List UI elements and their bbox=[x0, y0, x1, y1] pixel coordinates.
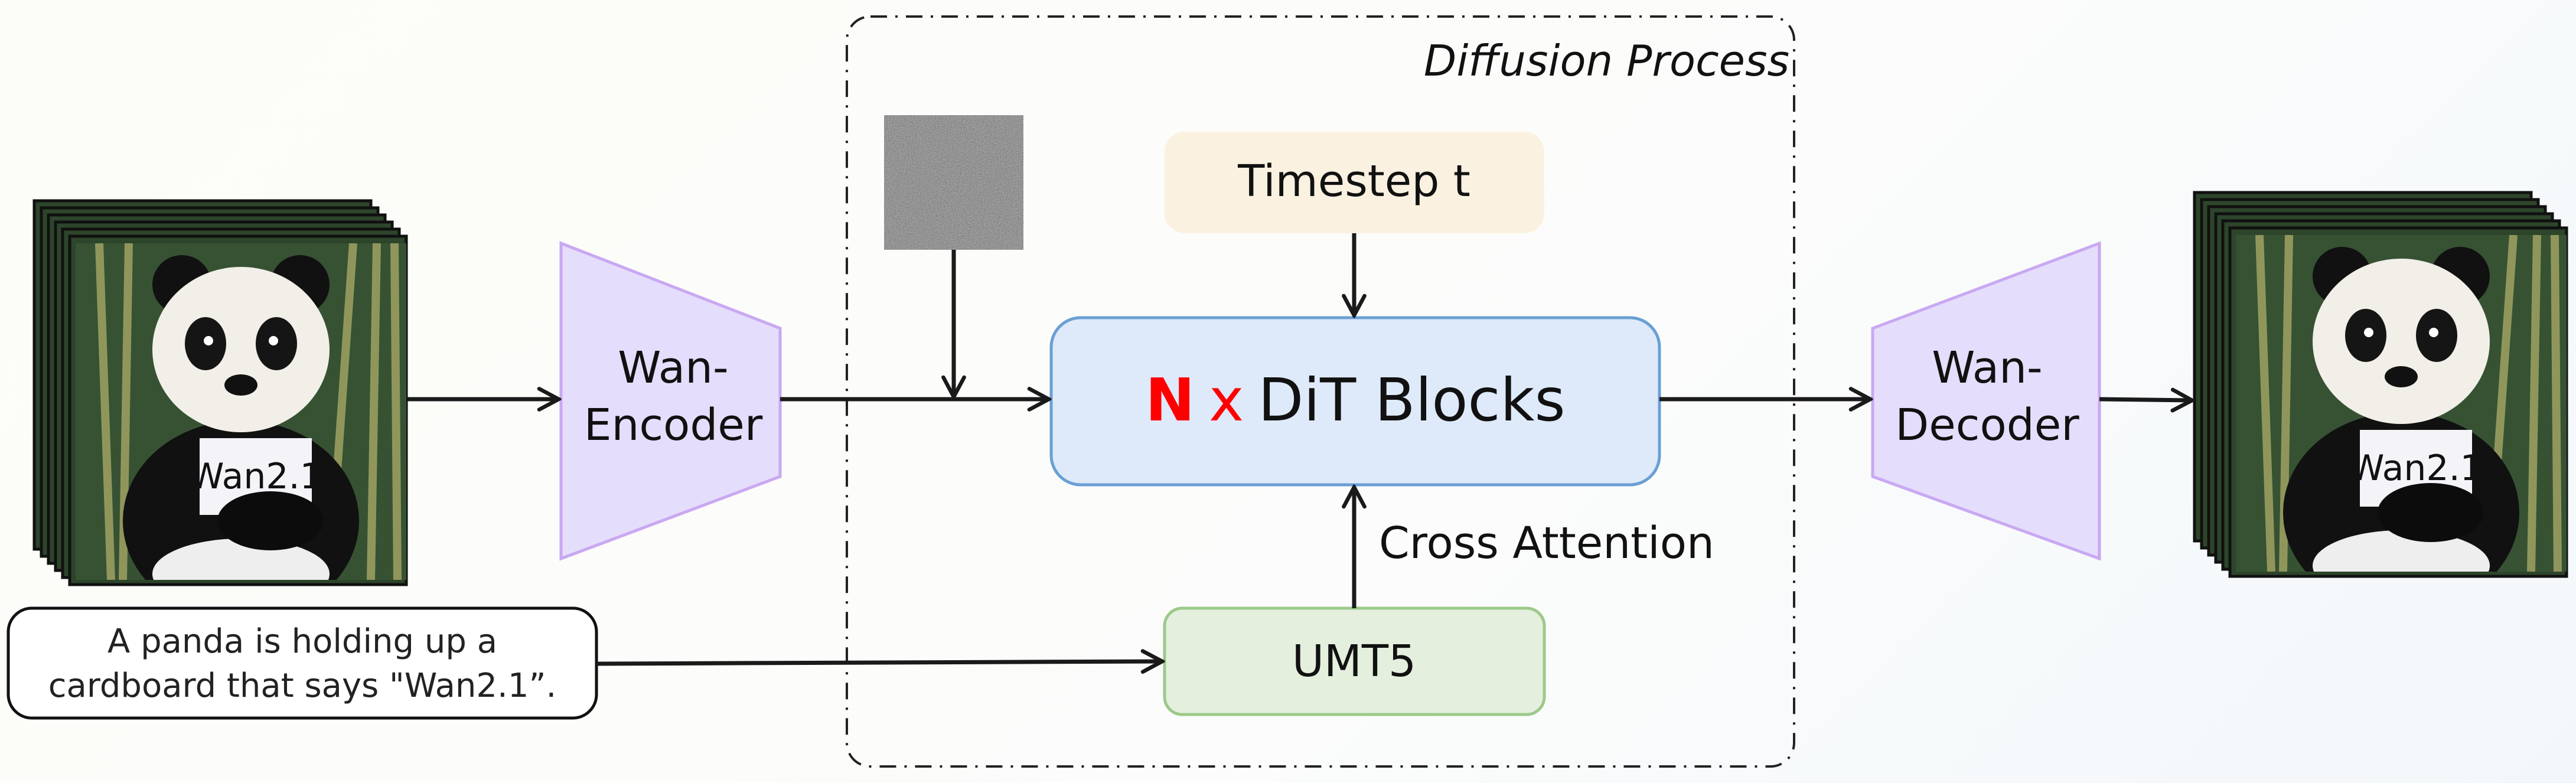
encoder-label-line2: Encoder bbox=[584, 400, 763, 451]
umt5-label: UMT5 bbox=[1292, 636, 1416, 687]
noise-texture bbox=[884, 115, 1023, 250]
cross-attention-label: Cross Attention bbox=[1379, 518, 1714, 569]
prompt-line-2: cardboard that says "Wan2.1”. bbox=[48, 667, 557, 705]
decoder-label-line1: Wan- bbox=[1932, 342, 2042, 393]
arrow-prompt-to-umt5 bbox=[596, 661, 1162, 664]
timestep-box bbox=[1165, 132, 1544, 233]
dit-label: DiT Blocks bbox=[1258, 366, 1565, 435]
output-video-frames: Wan2.1 bbox=[2193, 191, 2568, 613]
dit-times: x bbox=[1209, 366, 1244, 435]
wan-encoder bbox=[559, 241, 782, 561]
sign-text: Wan2.1 bbox=[2349, 448, 2483, 489]
wan-decoder bbox=[1871, 241, 2101, 561]
diffusion-process-group bbox=[846, 15, 1795, 768]
sign-text: Wan2.1 bbox=[189, 456, 322, 497]
connectors bbox=[407, 233, 2192, 664]
panda-image: Wan2.1 bbox=[76, 243, 406, 621]
decoder-label-line2: Decoder bbox=[1895, 400, 2079, 451]
timestep-label: Timestep t bbox=[1237, 156, 1470, 207]
dit-count-n: N bbox=[1145, 366, 1195, 435]
encoder-label-line1: Wan- bbox=[618, 342, 728, 393]
input-video-frames: Wan2.1 bbox=[32, 199, 408, 621]
prompt-line-1: A panda is holding up a bbox=[107, 622, 497, 661]
arrow-decoder-to-output bbox=[2099, 399, 2192, 400]
panda-image: Wan2.1 bbox=[2236, 235, 2567, 613]
diffusion-process-title: Diffusion Process bbox=[1424, 36, 1789, 86]
